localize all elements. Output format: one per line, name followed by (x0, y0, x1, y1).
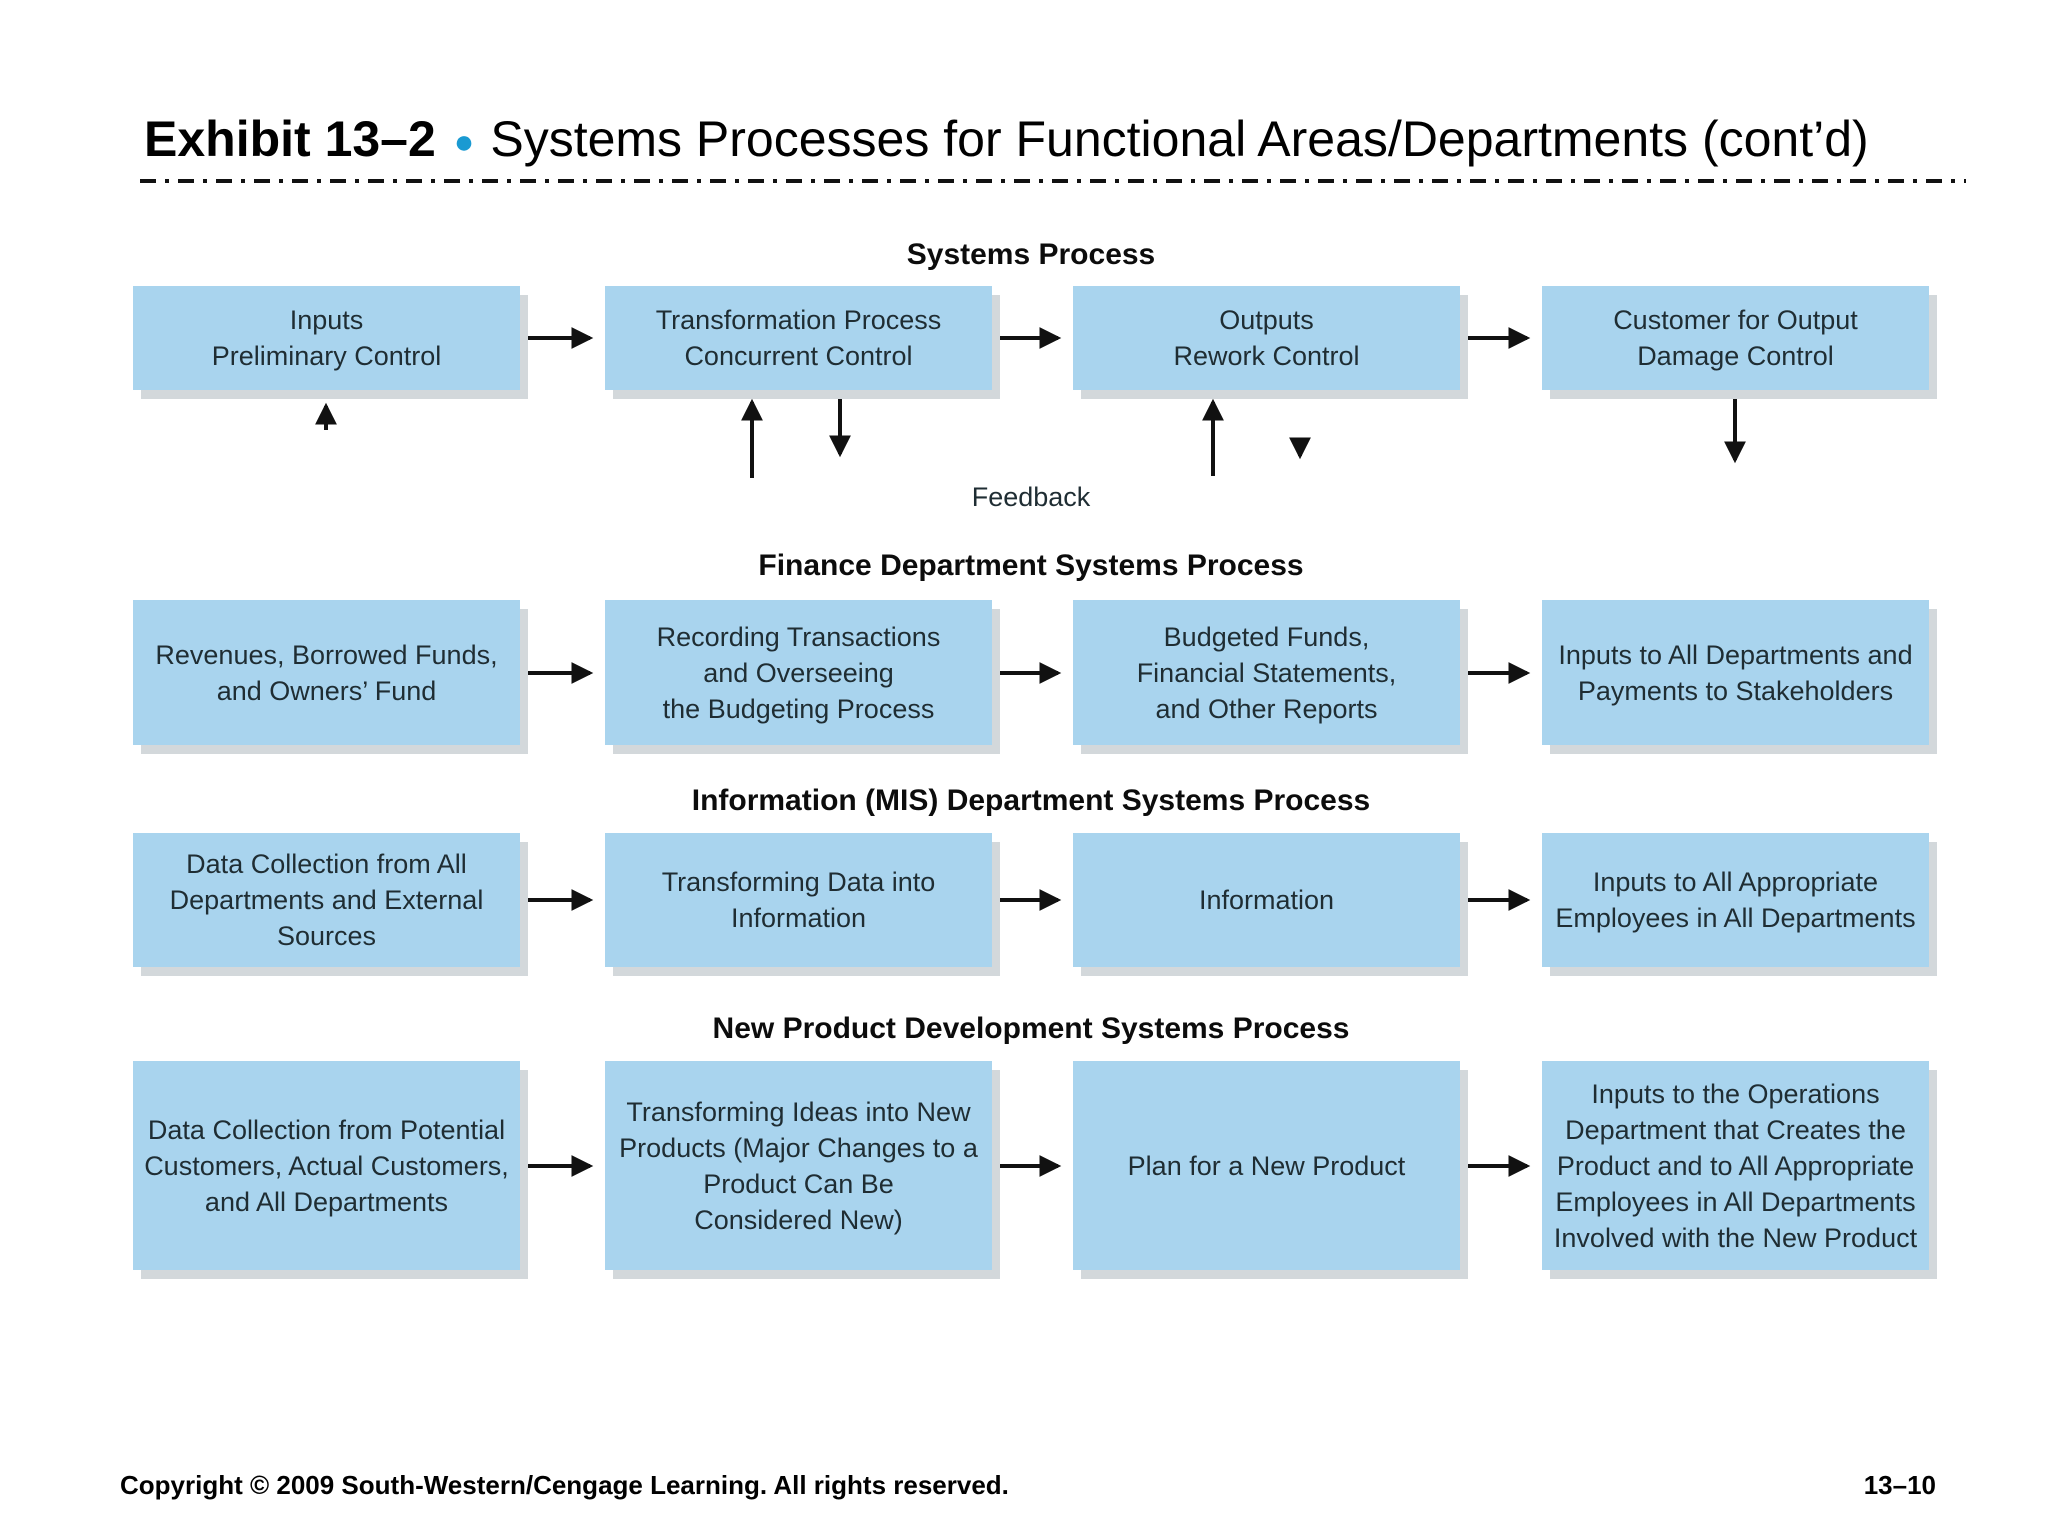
flow-box-label: Transforming Data into Information (661, 867, 936, 933)
flow-box-outputs: Outputs Rework Control (1073, 286, 1460, 390)
flow-box-label: Inputs to All Appropriate Employees in A… (1555, 867, 1916, 933)
flow-box-customer-for-output: Customer for Output Damage Control (1542, 286, 1929, 390)
flow-box-label: Transforming Ideas into New Products (Ma… (619, 1096, 978, 1235)
flow-box-transformation-process: Transformation Process Concurrent Contro… (605, 286, 992, 390)
flow-box-label: Data Collection from All Departments and… (169, 849, 484, 951)
flow-box-inputs-to-operations: Inputs to the Operations Department that… (1542, 1061, 1929, 1270)
flow-box-label: Customer for Output Damage Control (1613, 305, 1858, 371)
flow-box-label: Information (1198, 885, 1335, 915)
flow-box-label: Revenues, Borrowed Funds, and Owners’ Fu… (155, 639, 498, 706)
page-number: 13–10 (1863, 1470, 1936, 1500)
copyright-text: Copyright © 2009 South-Western/Cengage L… (120, 1470, 1009, 1500)
flow-box-revenues-funds: Revenues, Borrowed Funds, and Owners’ Fu… (133, 600, 520, 745)
flow-box-information: Information (1073, 833, 1460, 967)
title-text: Systems Processes for Functional Areas/D… (490, 111, 1869, 167)
flow-box-label: Plan for a New Product (1127, 1150, 1406, 1181)
flow-box-recording-transactions: Recording Transactions and Overseeing th… (605, 600, 992, 745)
flow-box-label: Transformation Process Concurrent Contro… (655, 305, 942, 371)
bullet-icon: ● (453, 122, 475, 161)
flow-box-transforming-ideas: Transforming Ideas into New Products (Ma… (605, 1061, 992, 1270)
section-heading-new-product: New Product Development Systems Process (712, 1012, 1350, 1045)
flow-box-data-collection-potential: Data Collection from Potential Customers… (133, 1061, 520, 1270)
flow-box-label: Inputs to All Departments and Payments t… (1558, 639, 1913, 706)
slide-title: Exhibit 13–2 ● Systems Processes for Fun… (144, 112, 1988, 167)
flow-box-inputs-to-employees: Inputs to All Appropriate Employees in A… (1542, 833, 1929, 967)
flow-box-inputs-to-departments: Inputs to All Departments and Payments t… (1542, 600, 1929, 745)
flow-box-inputs: Inputs Preliminary Control (133, 286, 520, 390)
section-heading-information-mis: Information (MIS) Department Systems Pro… (691, 784, 1371, 817)
flow-box-label: Inputs to the Operations Department that… (1553, 1078, 1918, 1253)
flow-box-label: Data Collection from Potential Customers… (144, 1114, 509, 1217)
section-heading-systems-process: Systems Process (906, 238, 1156, 271)
flow-box-label: Recording Transactions and Overseeing th… (656, 621, 941, 724)
flow-box-label: Outputs Rework Control (1173, 305, 1360, 371)
flow-box-label: Inputs Preliminary Control (211, 305, 442, 371)
section-heading-finance: Finance Department Systems Process (758, 549, 1304, 582)
flow-box-transforming-data: Transforming Data into Information (605, 833, 992, 967)
flow-box-plan-new-product: Plan for a New Product (1073, 1061, 1460, 1270)
flow-box-data-collection-all: Data Collection from All Departments and… (133, 833, 520, 967)
exhibit-label: Exhibit 13–2 (144, 111, 436, 167)
flow-box-label: Budgeted Funds, Financial Statements, an… (1136, 621, 1397, 724)
feedback-label: Feedback (971, 482, 1091, 512)
flow-box-budgeted-funds: Budgeted Funds, Financial Statements, an… (1073, 600, 1460, 745)
